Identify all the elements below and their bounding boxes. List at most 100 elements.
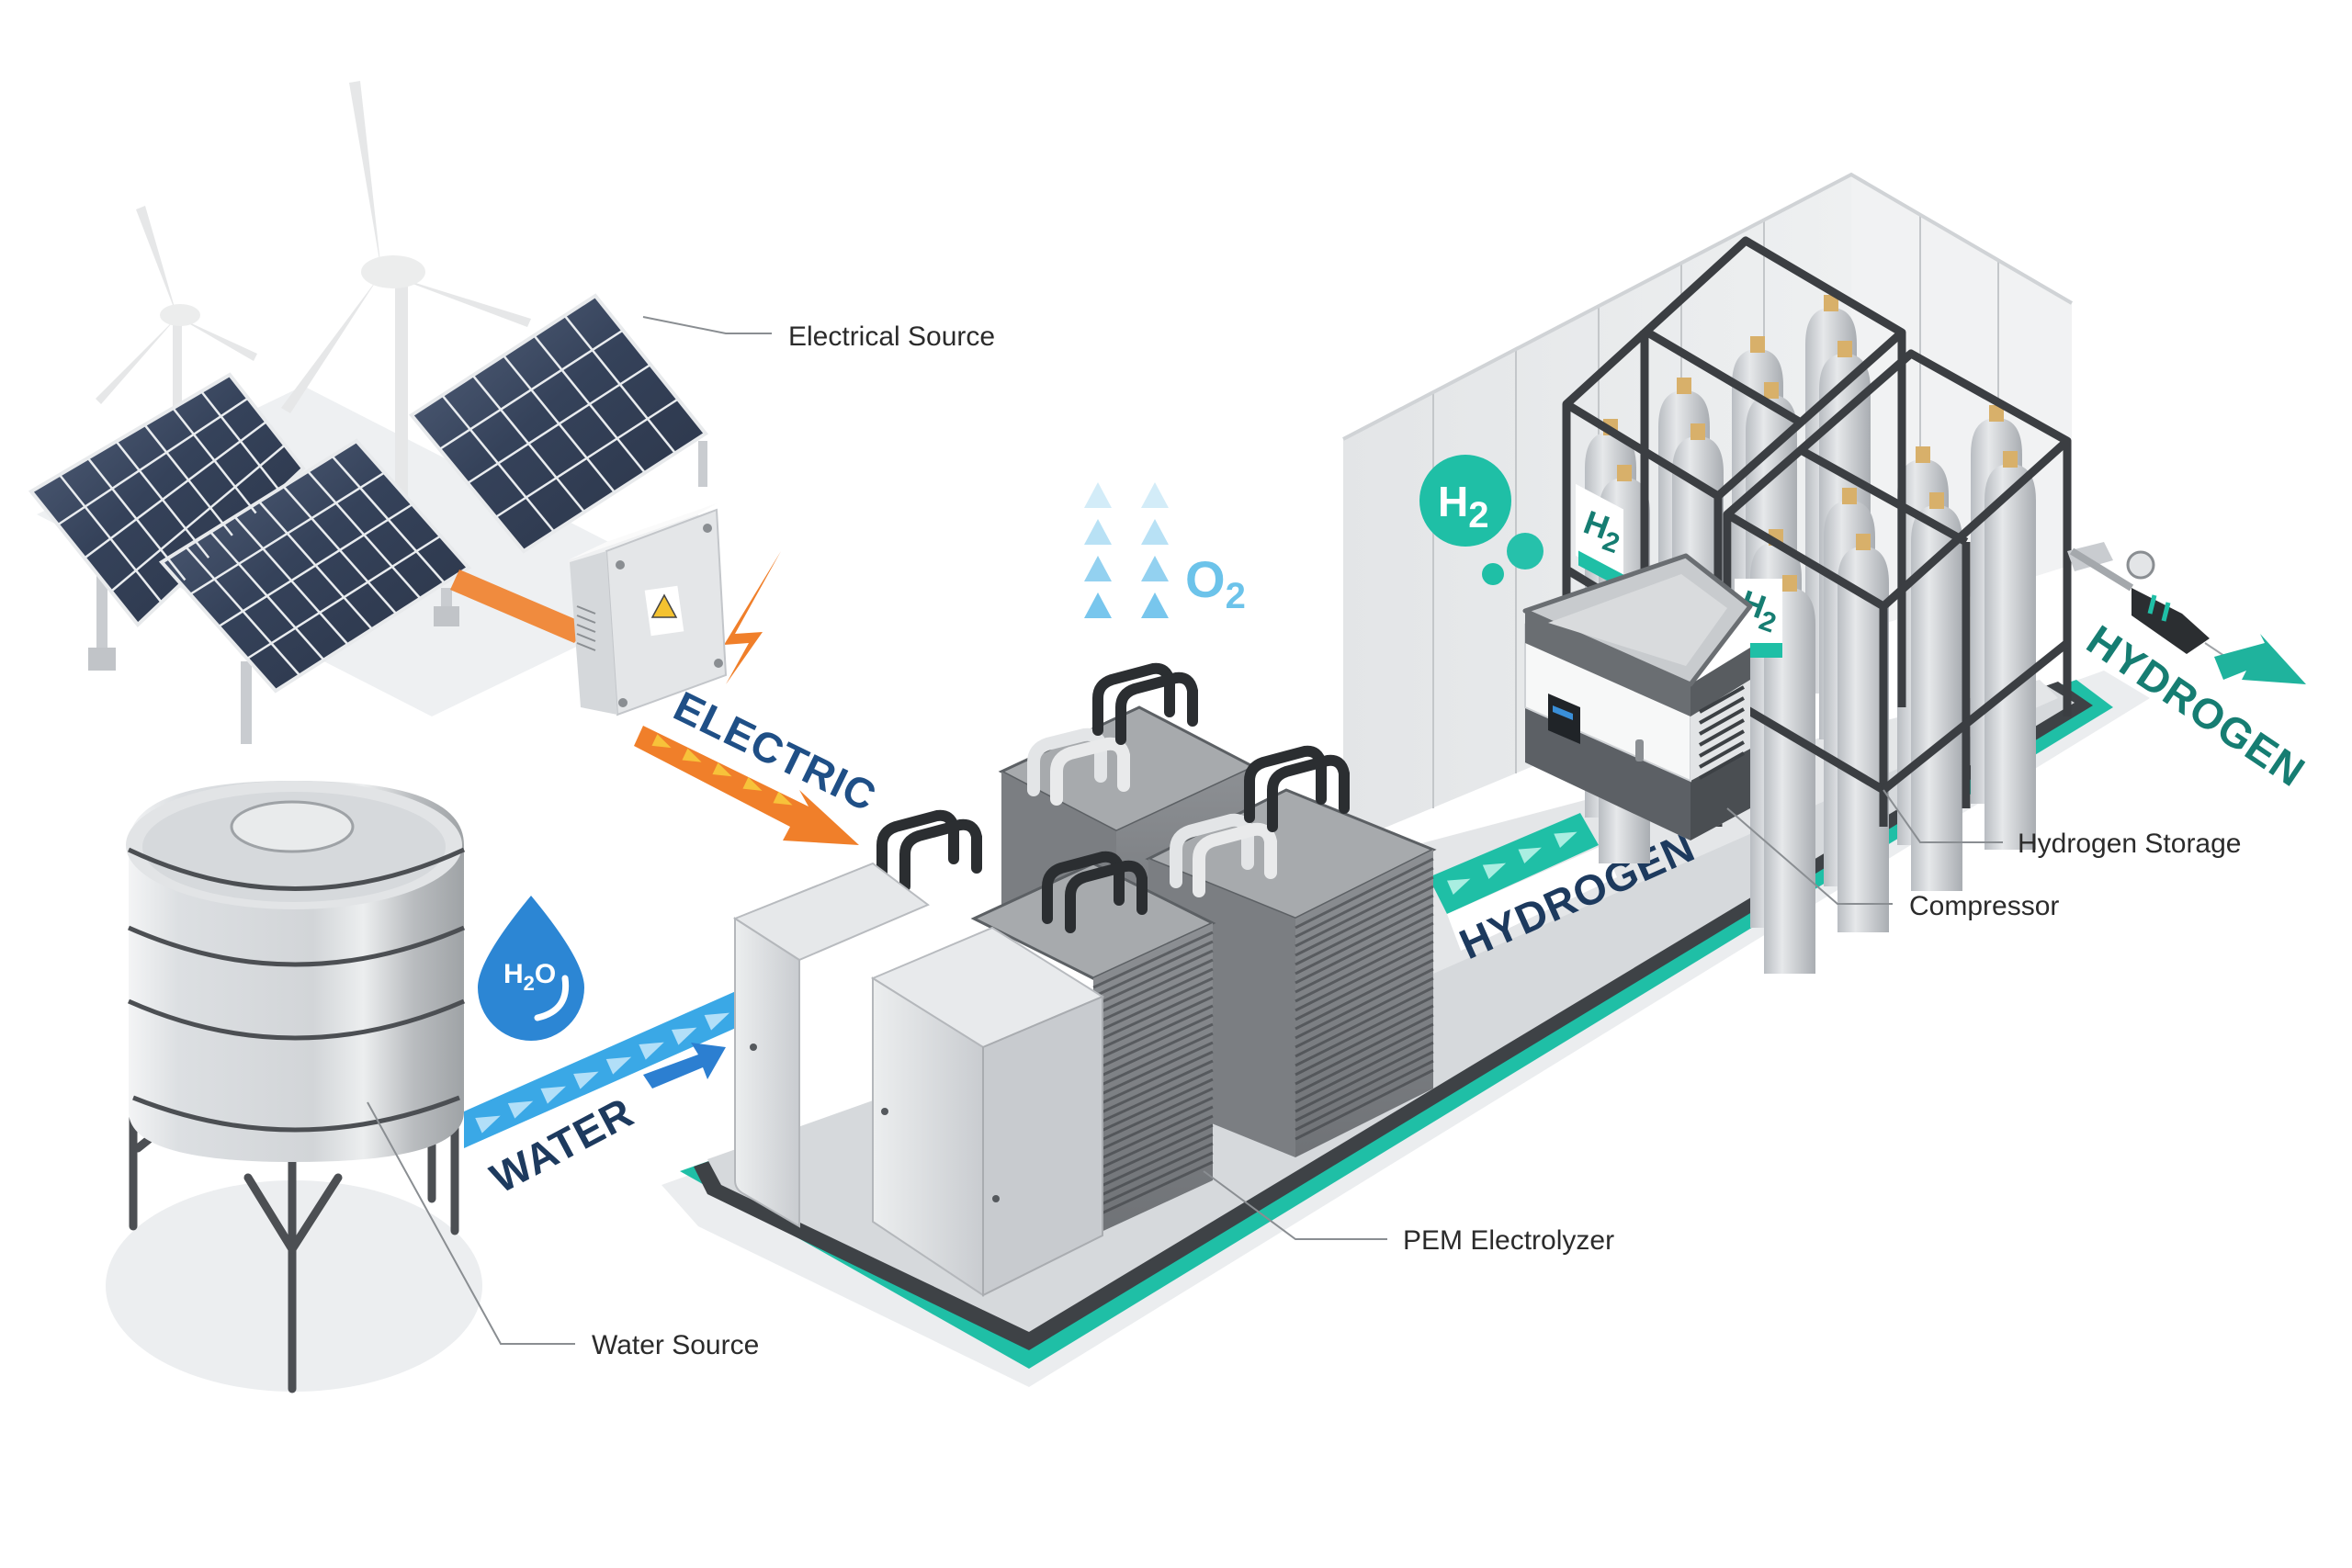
stack-plate	[1092, 1114, 1214, 1173]
oxygen-bubble-triangle	[1084, 556, 1112, 581]
electric-chevron	[682, 748, 702, 762]
water-chevron	[704, 1012, 730, 1031]
stack-plate	[1092, 931, 1214, 989]
stack-plate	[1092, 1077, 1214, 1136]
stack-plate	[1295, 949, 1434, 1021]
wind-turbine-large	[281, 81, 531, 496]
stack-plate	[1092, 1022, 1214, 1081]
svg-text:PEM Electrolyzer: PEM Electrolyzer	[1403, 1225, 1614, 1256]
stack-plate	[1092, 1041, 1214, 1100]
stack-plate	[1092, 949, 1214, 1008]
stack-plate	[1295, 866, 1434, 939]
stack-plate	[1092, 1050, 1214, 1109]
oxygen-bubble-triangle	[1084, 519, 1112, 545]
stack-plate	[1092, 1004, 1214, 1063]
stack-plate	[1092, 1059, 1214, 1118]
oxygen-bubble-triangle	[1084, 592, 1112, 618]
oxygen-release-icon: O2	[1084, 482, 1246, 618]
stack-plate	[1295, 1004, 1434, 1077]
water-chevron	[540, 1086, 566, 1104]
stack-plate	[1295, 986, 1434, 1058]
stack-plate	[1092, 1096, 1214, 1155]
stack-plate	[1092, 967, 1214, 1026]
gas-cylinder	[1984, 464, 2036, 850]
stack-plate	[1092, 1142, 1214, 1201]
oxygen-bubble-triangle	[1141, 592, 1169, 618]
stack-plate	[1092, 958, 1214, 1017]
stack-plate	[1092, 1032, 1214, 1090]
solar-cell-line	[57, 397, 249, 526]
stack-plate	[1295, 931, 1434, 1003]
svg-text:Water Source: Water Source	[592, 1330, 759, 1360]
solar-cell-line	[189, 471, 386, 596]
stack-plate	[1092, 940, 1214, 998]
hydrogen-bubble-icon: H2	[1419, 455, 1544, 585]
stack-plate	[1295, 1013, 1434, 1086]
callout-pem-electrolyzer: PEM Electrolyzer	[1203, 1170, 1614, 1256]
water-flow-arrow	[464, 987, 744, 1148]
stack-plate	[1092, 1160, 1214, 1219]
svg-text:O2: O2	[1185, 550, 1246, 616]
callout-hydrogen-storage: Hydrogen Storage	[1883, 789, 2242, 859]
callout-compressor: Compressor	[1726, 807, 2059, 921]
electrical-junction-box	[568, 503, 728, 716]
electric-chevron	[651, 734, 672, 749]
compressor-display	[1548, 694, 1580, 744]
solar-cell-line	[84, 421, 267, 559]
gas-cylinder	[1838, 547, 1889, 932]
oxygen-bubble-triangle	[1141, 556, 1169, 581]
electric-chevron	[742, 776, 763, 791]
warning-icon	[650, 593, 678, 618]
stack-plate	[1092, 1105, 1214, 1164]
cylinder-valve	[1842, 488, 1857, 504]
stack-plate	[1092, 995, 1214, 1054]
cylinder-valve	[1750, 336, 1765, 353]
stack-plate	[1295, 1032, 1434, 1104]
cylinder-valve	[1856, 534, 1871, 550]
cylinder-valve	[1782, 575, 1797, 592]
wind-turbine-small	[96, 206, 257, 505]
solar-cell-line	[438, 329, 624, 451]
callout-water-source: Water Source	[367, 1101, 759, 1360]
hydrogen-flow-arrow-internal	[1429, 813, 1617, 951]
hydrogen-chevron	[1482, 863, 1507, 880]
stack-plate	[1295, 1041, 1434, 1113]
solar-cell-line	[110, 444, 286, 592]
cylinder-valve	[1824, 295, 1838, 311]
electrolyzer-cabinet-right	[870, 926, 1105, 1297]
cylinder-valve	[1690, 423, 1705, 440]
cylinder-valve	[1989, 405, 2004, 422]
stack-plate	[1295, 967, 1434, 1040]
stack-plate	[1092, 1068, 1214, 1127]
stack-plate	[1295, 1068, 1434, 1141]
water-tank	[126, 781, 466, 1393]
solar-panel-left	[28, 372, 306, 671]
stack-plate	[1295, 995, 1434, 1067]
stack-plate	[1295, 903, 1434, 976]
oxygen-bubble-triangle	[1141, 482, 1169, 508]
stack-plate	[1295, 976, 1434, 1049]
stack-plate	[1295, 921, 1434, 994]
water-chevron	[573, 1071, 599, 1089]
gas-cylinder	[1764, 588, 1815, 974]
oxygen-bubble-triangle	[1084, 482, 1112, 508]
solar-cell-grid	[57, 314, 679, 677]
cylinder-valve	[1764, 382, 1779, 399]
water-chevron	[671, 1027, 697, 1045]
solar-cell-line	[467, 363, 651, 485]
stack-plate	[1295, 1050, 1434, 1122]
svg-text:Hydrogen Storage: Hydrogen Storage	[2018, 829, 2242, 859]
stack-plate	[1295, 1022, 1434, 1095]
electric-chevron	[712, 762, 732, 777]
hydrogen-chevron	[1518, 847, 1542, 864]
stack-plate	[1295, 958, 1434, 1031]
stack-plate	[1295, 940, 1434, 1012]
cylinder-valve	[1617, 465, 1632, 481]
hydrogen-output-pipe	[2067, 542, 2306, 684]
svg-text:H2O: H2O	[503, 959, 556, 995]
oxygen-bubble-triangle	[1141, 519, 1169, 545]
hydrogen-chevron	[1447, 878, 1471, 896]
hydrogen-chevron	[1554, 831, 1577, 849]
stack-plate	[1092, 1151, 1214, 1210]
